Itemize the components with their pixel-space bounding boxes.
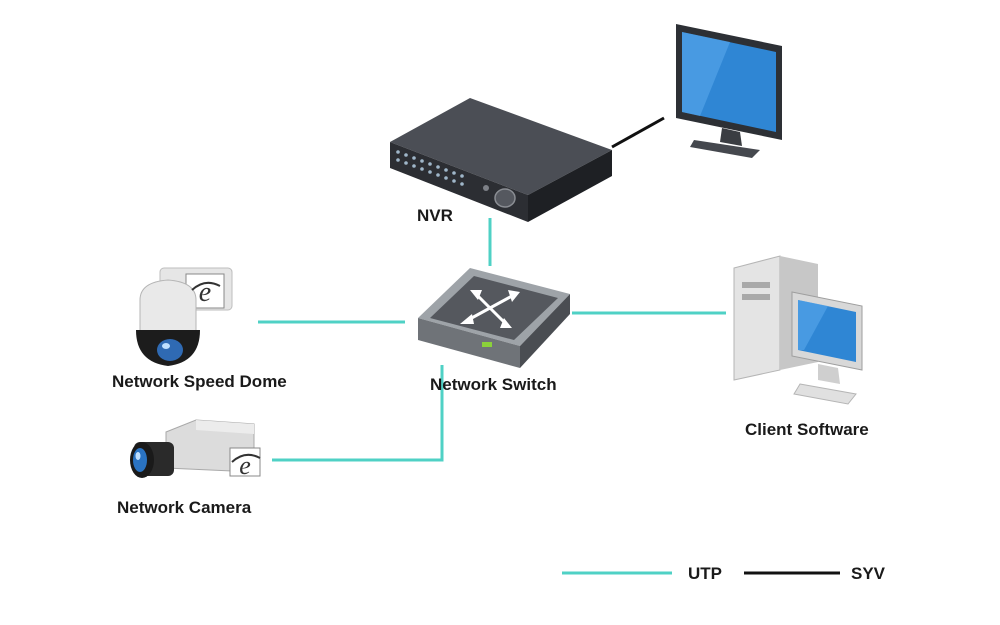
network-switch-icon [418, 268, 570, 368]
speed-dome-label: Network Speed Dome [112, 372, 287, 391]
legend-syv-label: SYV [851, 564, 886, 583]
edge-nvr-monitor [611, 116, 665, 149]
network-camera-label: Network Camera [117, 498, 252, 517]
network-switch-label: Network Switch [430, 375, 557, 394]
network-camera-icon [130, 419, 261, 478]
nvr-icon [390, 98, 612, 222]
speed-dome-icon [136, 267, 233, 366]
svg-text:e: e [199, 277, 211, 308]
client-pc-icon [733, 255, 863, 405]
legend-utp-label: UTP [688, 564, 722, 583]
ie-logo-icon: e [191, 277, 221, 308]
client-software-label: Client Software [745, 420, 869, 439]
svg-text:e: e [239, 451, 251, 480]
nvr-label: NVR [417, 206, 453, 225]
monitor-icon [676, 24, 782, 158]
ie-logo-icon: e [231, 451, 261, 480]
edge-camera-switch [272, 365, 444, 462]
connections [258, 116, 726, 462]
